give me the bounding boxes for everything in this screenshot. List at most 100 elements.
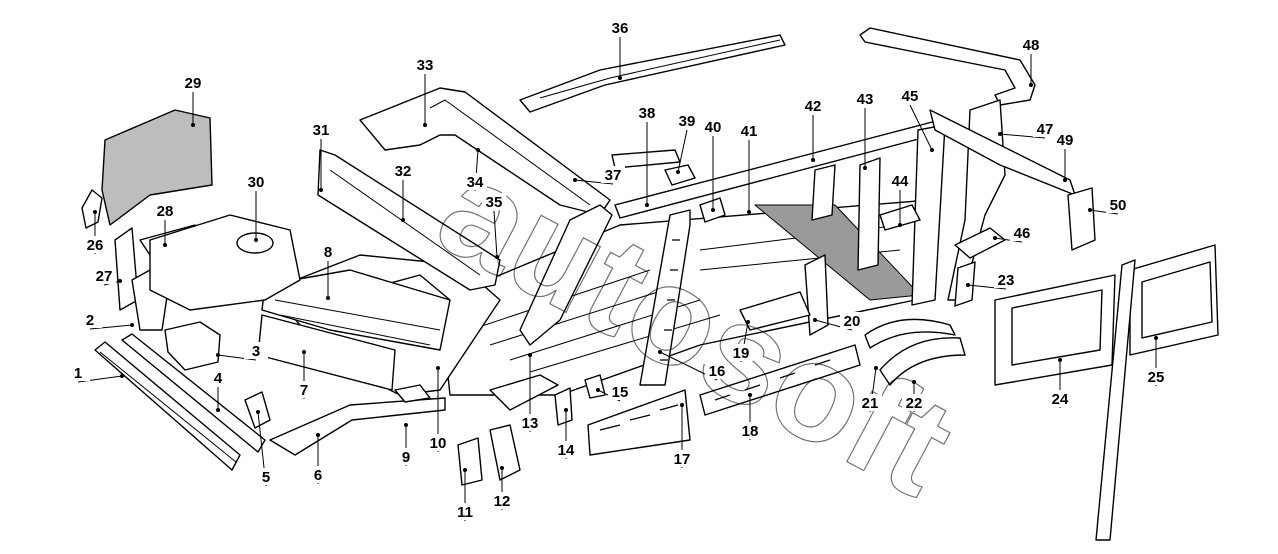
callout-label-bg: [1053, 131, 1077, 148]
callout-label-bg: [1106, 196, 1130, 213]
callout-18: 18: [738, 393, 762, 440]
callout-dot: [998, 132, 1002, 136]
callout-dot: [326, 296, 330, 300]
callout-dot: [93, 210, 97, 214]
callout-45: 45: [898, 87, 934, 152]
callout-label-bg: [1048, 390, 1072, 407]
callout-dot: [658, 350, 662, 354]
callout-dot: [966, 283, 970, 287]
callout-label: 27: [96, 268, 113, 285]
callout-49: 49: [1053, 131, 1077, 182]
callout-label: 3: [252, 343, 260, 360]
side-rail-6: [269, 397, 446, 456]
callout-dot: [618, 76, 622, 80]
callout-label: 6: [314, 467, 322, 484]
bracket-15: [584, 374, 606, 399]
callout-44: 44: [888, 172, 912, 227]
callout-label: 46: [1014, 225, 1031, 242]
callout-label-bg: [608, 383, 632, 400]
callout-label-bg: [309, 121, 333, 138]
rail-38: [611, 149, 681, 169]
callout-7: 7: [292, 350, 316, 399]
callout-leader: [677, 129, 688, 173]
callout-dot: [495, 255, 499, 259]
bracket-3: [164, 321, 221, 371]
callout-dot: [254, 238, 258, 242]
callout-label-bg: [888, 172, 912, 189]
callout-dot: [423, 123, 427, 127]
callout-label-bg: [463, 173, 487, 190]
callout-dot: [680, 403, 684, 407]
callout-label-bg: [490, 492, 514, 509]
strut-tower-top: [236, 232, 274, 254]
callout-14: 14: [554, 408, 578, 459]
callout-2: 2: [78, 311, 134, 330]
callout-36: 36: [608, 19, 632, 80]
callout-32: 32: [391, 162, 415, 222]
callout-dot: [500, 466, 504, 470]
callout-leader: [994, 237, 1023, 243]
callout-41: 41: [737, 122, 761, 214]
bracket-13: [489, 374, 559, 411]
pillar-43: [857, 157, 881, 271]
callout-16: 16: [658, 350, 729, 381]
callout-label: 1: [74, 365, 82, 382]
callout-10: 10: [426, 366, 450, 452]
callout-label-bg: [994, 271, 1018, 288]
callout-dot: [874, 366, 878, 370]
callout-label-bg: [482, 193, 506, 210]
callout-label-bg: [83, 236, 107, 253]
callout-label: 14: [558, 442, 575, 459]
callout-5: 5: [254, 410, 278, 487]
bracket-39: [664, 164, 696, 186]
callout-label: 50: [1110, 197, 1127, 214]
roof-rail-36: [519, 34, 786, 113]
callout-label-bg: [1010, 224, 1034, 241]
cowl-32: [317, 149, 501, 291]
lower-crossmember: [257, 314, 396, 391]
callout-label: 40: [705, 119, 722, 136]
callout-48: 48: [1019, 36, 1043, 87]
callout-20: 20: [813, 312, 864, 331]
callout-dot: [319, 188, 323, 192]
b-pillar-16-holes: [660, 239, 680, 361]
callout-39: 39: [675, 112, 699, 174]
callout-dot: [748, 393, 752, 397]
callout-25: 25: [1144, 336, 1168, 386]
callout-label-bg: [306, 466, 330, 483]
callout-dot: [1029, 83, 1033, 87]
wheelhouse-29: [101, 109, 213, 226]
callout-label-bg: [705, 362, 729, 379]
callout-label-bg: [853, 90, 877, 107]
callout-label-bg: [413, 56, 437, 73]
callout-label: 48: [1023, 37, 1040, 54]
callout-23: 23: [966, 271, 1018, 290]
callout-50: 50: [1088, 196, 1130, 215]
rail-18: [699, 344, 861, 416]
callout-dot: [1063, 178, 1067, 182]
callout-leader: [999, 133, 1046, 139]
callout-22: 22: [902, 380, 926, 412]
callout-label: 35: [486, 194, 503, 211]
bracket-9: [394, 384, 431, 403]
callout-label: 2: [86, 312, 94, 329]
callout-label: 20: [844, 313, 861, 330]
callout-label: 21: [862, 395, 879, 412]
rail-17: [587, 389, 691, 456]
callout-label-bg: [244, 342, 268, 359]
callout-label: 18: [742, 423, 759, 440]
callout-leader: [1089, 209, 1119, 215]
callout-dot: [256, 410, 260, 414]
roof-rail-36-line: [539, 39, 781, 99]
callout-27: 27: [92, 267, 122, 286]
callout-4: 4: [206, 369, 230, 412]
callout-label: 32: [395, 163, 412, 180]
callout-29: 29: [181, 74, 205, 127]
callout-15: 15: [596, 383, 632, 402]
callout-label-bg: [66, 364, 90, 381]
callout-label-bg: [737, 122, 761, 139]
callout-label: 15: [612, 384, 629, 401]
callout-label: 10: [430, 435, 447, 452]
callout-dot: [811, 158, 815, 162]
callout-label: 23: [998, 272, 1015, 289]
